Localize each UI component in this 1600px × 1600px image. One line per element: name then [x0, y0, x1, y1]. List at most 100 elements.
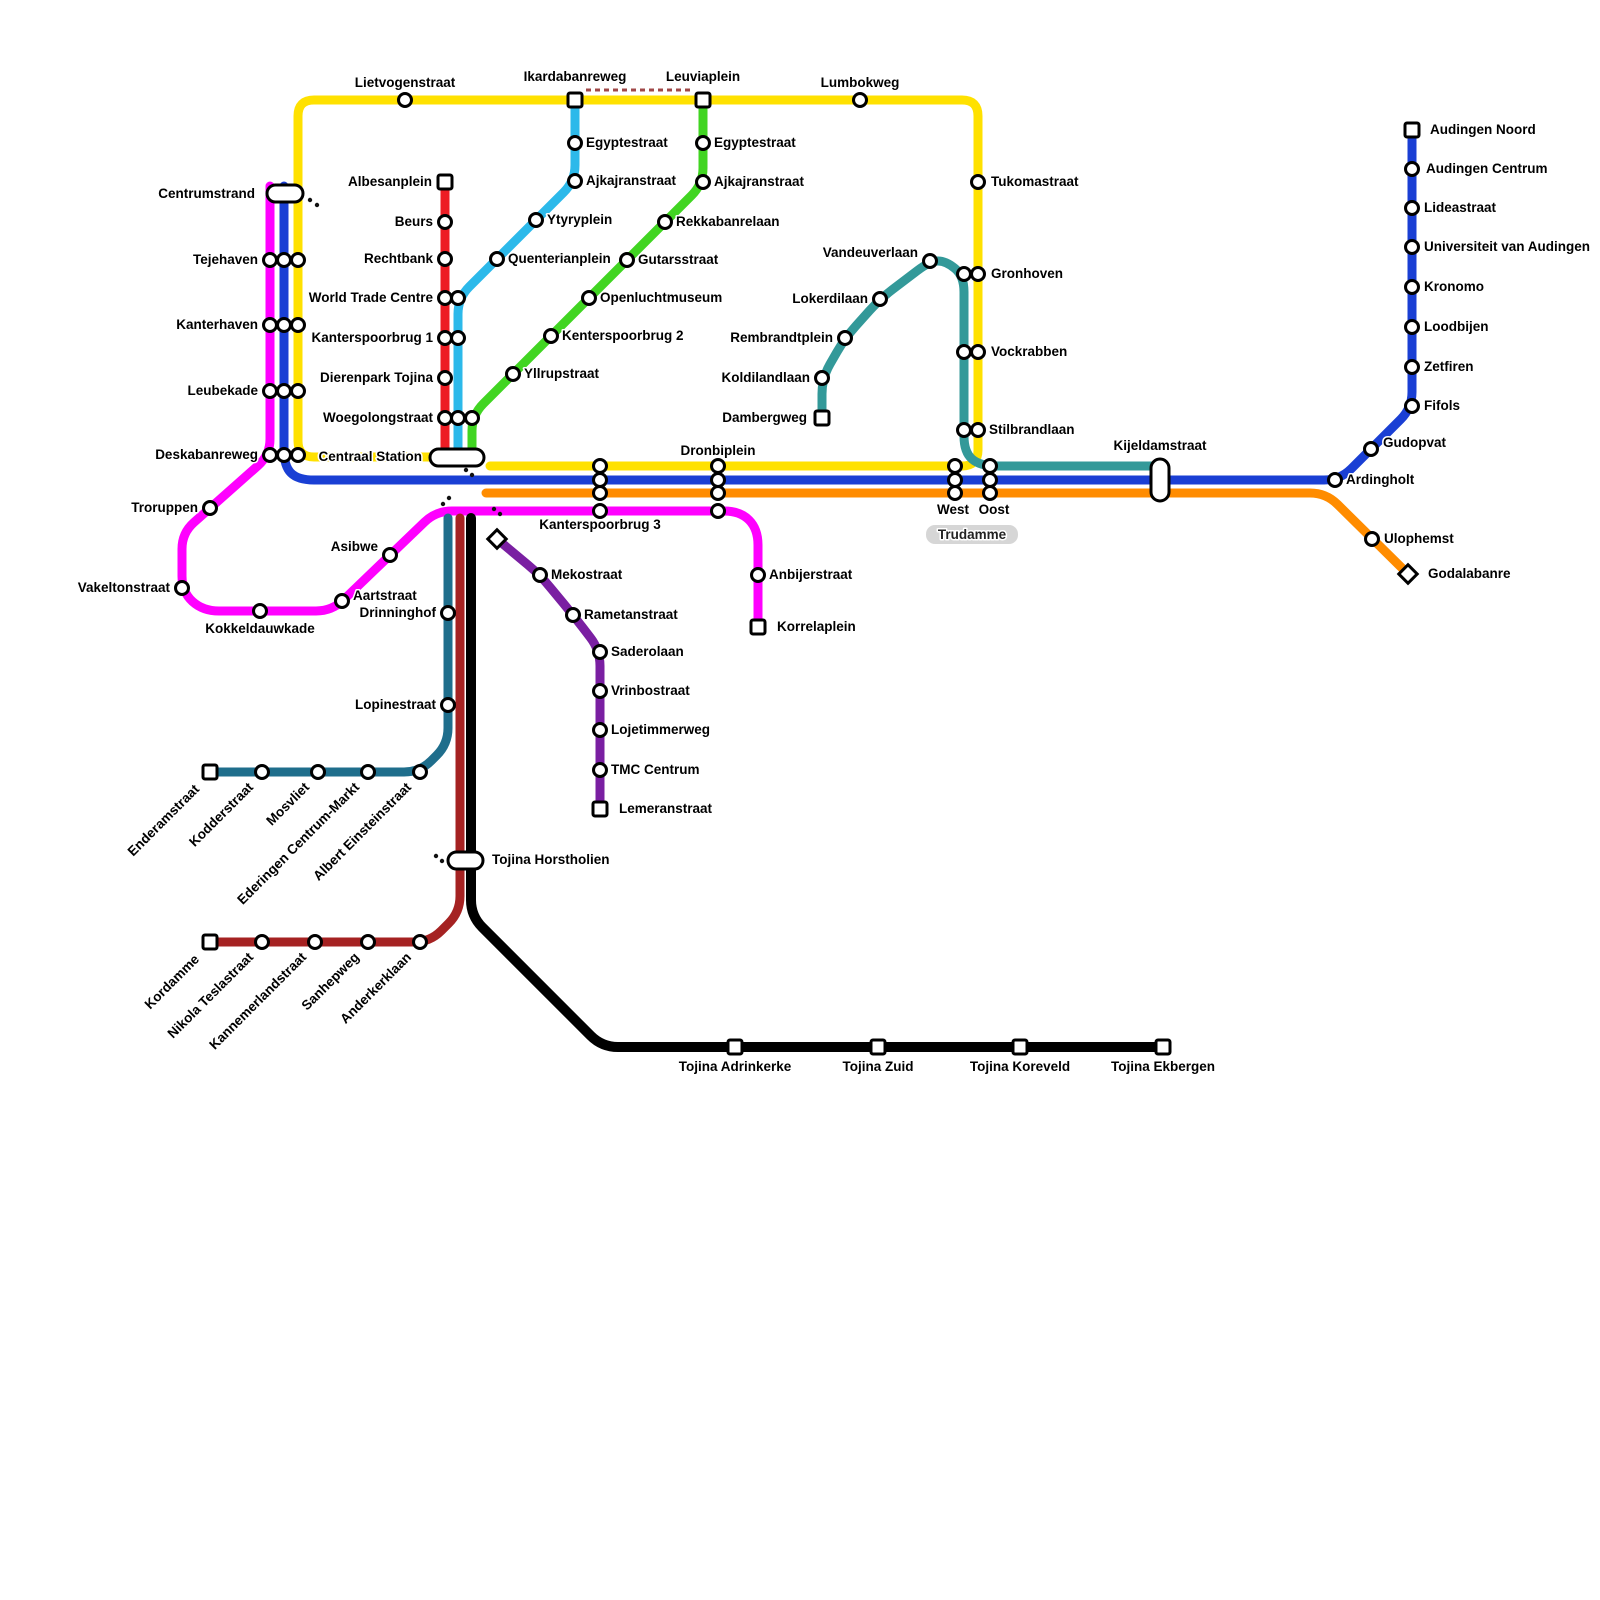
station-marker-dronbiplein[interactable] [710, 458, 726, 474]
station-marker-universiteit-van-audingen[interactable] [1404, 239, 1420, 255]
station-marker-lemeranstraat[interactable] [591, 800, 609, 818]
station-marker-vrinbostraat[interactable] [592, 683, 608, 699]
station-marker-vandeuverlaan[interactable] [922, 253, 938, 269]
station-marker-woegolongstraat[interactable] [437, 410, 453, 426]
station-marker-kanterspoorbrug-1[interactable] [450, 330, 466, 346]
station-marker-rametanstraat[interactable] [565, 607, 581, 623]
station-marker-quenterianplein[interactable] [489, 251, 505, 267]
station-marker-leubekade[interactable] [276, 383, 292, 399]
station-marker-vakeltonstraat[interactable] [174, 580, 190, 596]
station-marker-kokkeldauwkade[interactable] [252, 603, 268, 619]
station-marker-tojina-horstholien[interactable] [446, 850, 485, 871]
station-marker-tojina-adrinkerke[interactable] [726, 1038, 744, 1056]
station-marker-world-trade-centre[interactable] [450, 290, 466, 306]
station-marker-lopinestraat[interactable] [440, 697, 456, 713]
station-marker-rembrandtplein[interactable] [837, 330, 853, 346]
station-marker-mosvliet[interactable] [310, 764, 326, 780]
station-marker-kanterhaven[interactable] [276, 317, 292, 333]
station-marker-gronhoven[interactable] [956, 266, 972, 282]
station-marker-kanterhaven[interactable] [290, 317, 306, 333]
station-marker-tojina-koreveld[interactable] [1011, 1038, 1029, 1056]
station-marker-lumbokweg[interactable] [852, 92, 868, 108]
station-marker-mekostraat[interactable] [532, 567, 548, 583]
station-marker-korrelaplein[interactable] [749, 618, 767, 636]
station-marker-troruppen[interactable] [202, 500, 218, 516]
station-marker-dambergweg[interactable] [813, 409, 831, 427]
station-marker-kanterspoorbrug-3[interactable] [592, 503, 608, 519]
station-marker-centrumstrand[interactable] [265, 183, 305, 204]
station-marker-nikola-teslastraat[interactable] [254, 934, 270, 950]
station-marker-vockrabben[interactable] [956, 344, 972, 360]
station-marker-dronbiplein[interactable] [710, 485, 726, 501]
station-marker-beurs[interactable] [437, 214, 453, 230]
station-marker-rechtbank[interactable] [437, 251, 453, 267]
station-marker-albert-einsteinstraat[interactable] [412, 764, 428, 780]
station-marker-kenterspoorbrug-2[interactable] [543, 328, 559, 344]
station-marker-tejehaven[interactable] [290, 252, 306, 268]
station-marker-oost[interactable] [982, 458, 998, 474]
station-marker-enderamstraat[interactable] [201, 763, 219, 781]
station-marker-tukomastraat[interactable] [970, 174, 986, 190]
station-marker-ytyryplein[interactable] [528, 212, 544, 228]
station-marker-drinninghof[interactable] [440, 605, 456, 621]
station-marker-kodderstraat[interactable] [254, 764, 270, 780]
station-marker-yllrupstraat[interactable] [505, 366, 521, 382]
station-marker-audingen-centrum[interactable] [1404, 161, 1420, 177]
station-marker-dronbiplein[interactable] [710, 472, 726, 488]
station-marker-leubekade[interactable] [262, 383, 278, 399]
purple-line-terminal-diamond[interactable] [485, 527, 509, 551]
station-marker-kanterspoorbrug-3[interactable] [592, 472, 608, 488]
station-marker-albesanplein[interactable] [436, 173, 454, 191]
station-marker-lideastraat[interactable] [1404, 200, 1420, 216]
station-marker-openluchtmuseum[interactable] [581, 290, 597, 306]
station-marker-anderkerklaan[interactable] [412, 934, 428, 950]
station-marker-ulophemst[interactable] [1364, 531, 1380, 547]
station-marker-tmc-centrum[interactable] [592, 762, 608, 778]
station-marker-lokerdilaan[interactable] [872, 291, 888, 307]
station-marker-ederingen-centrum-markt[interactable] [360, 764, 376, 780]
station-marker-godalabanre[interactable] [1396, 562, 1420, 586]
station-marker-deskabanreweg[interactable] [262, 447, 278, 463]
station-marker-deskabanreweg[interactable] [276, 447, 292, 463]
station-marker-woegolongstraat[interactable] [464, 410, 480, 426]
station-marker-tejehaven[interactable] [276, 252, 292, 268]
station-marker-dronbiplein[interactable] [710, 503, 726, 519]
station-marker-kordamme[interactable] [201, 933, 219, 951]
station-marker-world-trade-centre[interactable] [437, 290, 453, 306]
station-marker-aartstraat[interactable] [334, 593, 350, 609]
station-marker-egyptestraat[interactable] [695, 135, 711, 151]
station-marker-vockrabben[interactable] [970, 344, 986, 360]
station-marker-audingen-noord[interactable] [1403, 121, 1421, 139]
station-marker-kanterspoorbrug-3[interactable] [592, 458, 608, 474]
station-marker-oost[interactable] [982, 485, 998, 501]
station-marker-kanterhaven[interactable] [262, 317, 278, 333]
station-marker-sanhepweg[interactable] [360, 934, 376, 950]
station-marker-kannemerlandstraat[interactable] [307, 934, 323, 950]
station-marker-saderolaan[interactable] [592, 644, 608, 660]
station-marker-lojetimmerweg[interactable] [592, 722, 608, 738]
station-marker-centraal-station[interactable] [428, 447, 486, 468]
station-marker-gutarsstraat[interactable] [619, 252, 635, 268]
station-marker-gronhoven[interactable] [970, 266, 986, 282]
station-marker-ajkajranstraat[interactable] [695, 174, 711, 190]
station-marker-kanterspoorbrug-1[interactable] [437, 330, 453, 346]
station-marker-stilbrandlaan[interactable] [956, 422, 972, 438]
station-marker-tojina-ekbergen[interactable] [1154, 1038, 1172, 1056]
station-marker-kijeldamstraat[interactable] [1149, 457, 1171, 503]
station-marker-leubekade[interactable] [290, 383, 306, 399]
station-marker-egyptestraat[interactable] [567, 135, 583, 151]
station-marker-woegolongstraat[interactable] [450, 410, 466, 426]
station-marker-kanterspoorbrug-3[interactable] [592, 485, 608, 501]
station-marker-ikardabanreweg[interactable] [566, 91, 584, 109]
station-marker-deskabanreweg[interactable] [290, 447, 306, 463]
station-marker-asibwe[interactable] [382, 547, 398, 563]
station-marker-tojina-zuid[interactable] [869, 1038, 887, 1056]
station-marker-kronomo[interactable] [1404, 279, 1420, 295]
station-marker-lietvogenstraat[interactable] [397, 92, 413, 108]
station-marker-zetfiren[interactable] [1404, 359, 1420, 375]
station-marker-ajkajranstraat[interactable] [567, 173, 583, 189]
station-marker-stilbrandlaan[interactable] [970, 422, 986, 438]
station-marker-dierenpark-tojina[interactable] [437, 370, 453, 386]
station-marker-oost[interactable] [982, 472, 998, 488]
station-marker-west[interactable] [947, 472, 963, 488]
